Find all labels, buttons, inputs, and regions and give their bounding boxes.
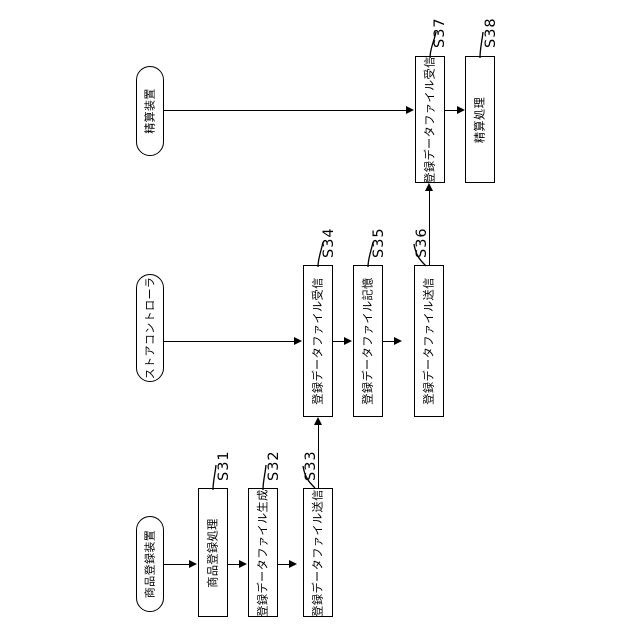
step-box-s31-text: 商品登録処理: [206, 517, 220, 588]
leader-s35: [367, 241, 374, 268]
leader-s38: [479, 31, 484, 59]
connector-s35-to-s36: [383, 341, 395, 343]
connector-s32-to-s33: [278, 564, 290, 566]
connector-settlement-to-s37: [164, 110, 407, 112]
arrowhead-registration-device-to-s31: [189, 560, 197, 568]
arrowhead-s31-to-s32: [239, 560, 247, 568]
step-box-s38-text: 精算処理: [473, 96, 487, 143]
step-box-s35: 登録データファイル記憶: [353, 265, 383, 417]
step-box-s33: 登録データファイル送信: [303, 488, 333, 617]
step-box-s34: 登録データファイル受信: [303, 265, 333, 417]
step-label-s32: S32: [266, 450, 282, 481]
step-box-s33-text: 登録データファイル送信: [311, 488, 325, 617]
actor-store-controller: ストアコントローラ: [136, 274, 164, 382]
connector-s31-to-s32: [228, 564, 240, 566]
step-box-s32-text: 登録データファイル生成: [256, 488, 270, 617]
connector-s34-to-s35: [333, 341, 345, 343]
arrowhead-store-controller-to-s34: [294, 337, 302, 345]
step-box-s36: 登録データファイル送信: [414, 265, 444, 417]
arrowhead-s34-to-s35: [344, 337, 352, 345]
step-box-s31: 商品登録処理: [198, 488, 228, 617]
step-label-s34: S34: [321, 227, 337, 258]
actor-store-controller-label: ストアコントローラ: [143, 276, 157, 380]
step-box-s37-text: 登録データファイル受信: [423, 55, 437, 184]
step-label-s35: S35: [371, 227, 387, 258]
arrowhead-settlement-to-s37: [406, 106, 414, 114]
step-box-s32: 登録データファイル生成: [248, 488, 278, 617]
leader-s37: [429, 31, 437, 59]
connector-registration-device-to-s31: [164, 564, 190, 566]
step-box-s37: 登録データファイル受信: [415, 56, 445, 183]
step-label-s36: S36: [414, 227, 430, 258]
arrowhead-s37-to-s38: [457, 106, 465, 114]
arrowhead-s35-to-s36: [394, 337, 402, 345]
leader-s36: [413, 243, 427, 267]
step-box-s38: 精算処理: [465, 56, 495, 183]
actor-settlement-device: 精算装置: [136, 66, 164, 156]
leader-s32: [262, 464, 267, 491]
leader-s33: [302, 465, 316, 489]
connector-s36-to-s37: [429, 190, 431, 270]
leader-s34: [317, 241, 324, 268]
connector-s37-to-s38: [445, 110, 458, 112]
step-label-s31: S31: [216, 450, 232, 481]
step-label-s33: S33: [303, 450, 319, 481]
step-label-s38: S38: [483, 17, 499, 48]
leader-s31: [212, 464, 217, 491]
actor-settlement-device-label: 精算装置: [143, 88, 157, 134]
connector-s33-to-s34: [318, 424, 320, 494]
actor-product-registration-device-label: 商品登録装置: [143, 529, 157, 599]
actor-product-registration-device: 商品登録装置: [136, 516, 164, 612]
connector-store-controller-to-s34: [164, 341, 295, 343]
step-box-s36-text: 登録データファイル送信: [422, 277, 436, 405]
arrowhead-s32-to-s33: [289, 560, 297, 568]
step-label-s37: S37: [432, 17, 448, 48]
step-box-s35-text: 登録データファイル記憶: [361, 277, 375, 405]
step-box-s34-text: 登録データファイル受信: [311, 277, 325, 405]
arrowhead-s36-to-s37: [425, 183, 433, 191]
arrowhead-s33-to-s34: [314, 417, 322, 425]
